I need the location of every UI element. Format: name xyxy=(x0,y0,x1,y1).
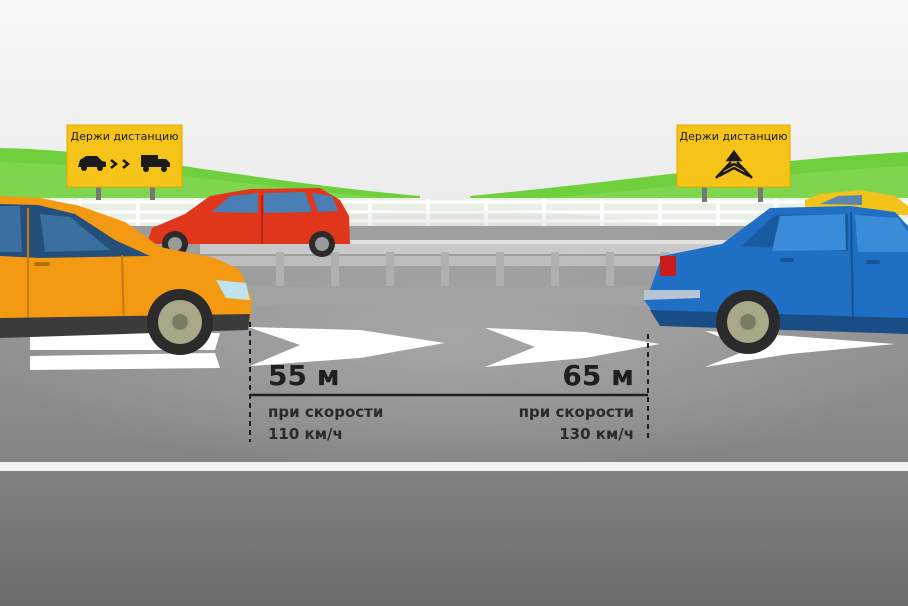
right-sign: Держи дистанцию xyxy=(676,124,791,202)
chevron-distance-markings-icon xyxy=(715,149,753,179)
distance-65-speed: 130 км/ч xyxy=(559,425,634,443)
fence-post xyxy=(600,199,604,226)
left-sign: Держи дистанцию xyxy=(66,124,183,200)
fence-post xyxy=(658,199,662,226)
car-truck-distance-icon xyxy=(78,155,170,172)
distance-55-label: при скорости xyxy=(268,403,383,421)
guardrail-post xyxy=(441,252,449,286)
guardrail-post xyxy=(276,252,284,286)
guardrail-post xyxy=(496,252,504,286)
chevron-road-markings xyxy=(30,327,895,370)
guardrail-post xyxy=(386,252,394,286)
blue-car xyxy=(644,206,908,354)
distance-65-label: при скорости xyxy=(519,403,634,421)
left-sign-title: Держи дистанцию xyxy=(71,130,179,143)
distance-55-speed: 110 км/ч xyxy=(268,425,343,443)
right-sign-title: Держи дистанцию xyxy=(680,130,788,143)
lane-line xyxy=(0,462,908,471)
distance-annotation: 55 м при скорости 110 км/ч 65 м при скор… xyxy=(249,322,649,443)
guardrail-post xyxy=(551,252,559,286)
fence-post xyxy=(716,199,720,226)
guardrail-post xyxy=(606,252,614,286)
fence-post xyxy=(136,199,140,226)
guardrail-post xyxy=(331,252,339,286)
orange-car xyxy=(0,196,252,355)
distance-65-value: 65 м xyxy=(562,359,634,392)
distance-55-value: 55 м xyxy=(268,359,340,392)
